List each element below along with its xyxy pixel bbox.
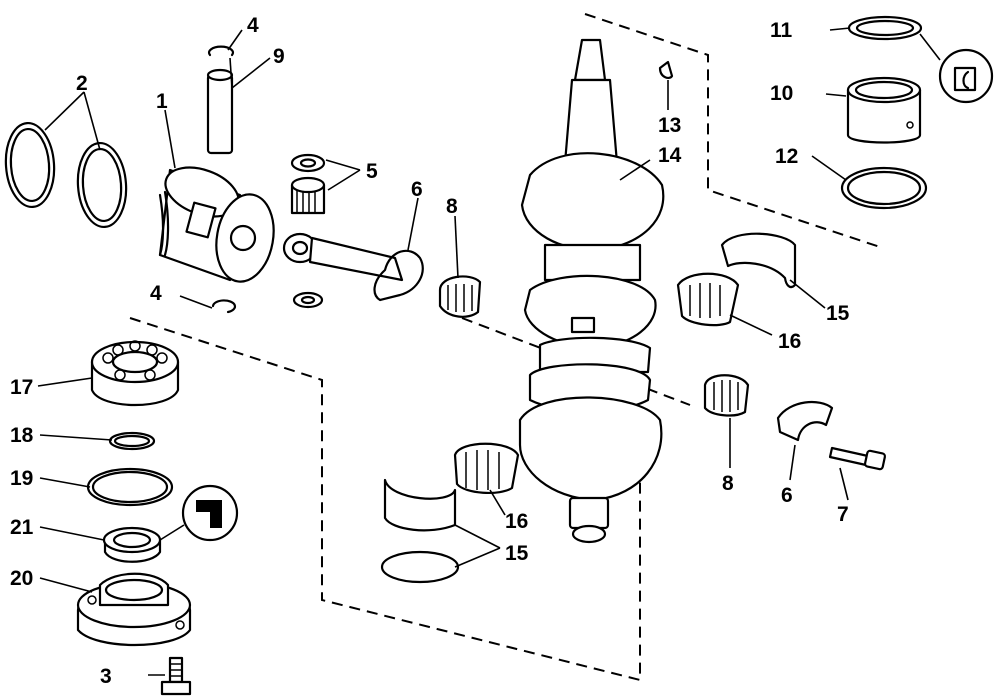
leader-lines: [37, 27, 941, 676]
main-bearing-retaining-ring: [380, 550, 460, 584]
callout-18: 18: [10, 424, 34, 447]
callout-19: 19: [10, 467, 33, 490]
connecting-rod: [282, 232, 424, 302]
callout-7: 7: [837, 503, 849, 526]
rod-bearing-cage-lower: [703, 374, 750, 417]
pin-retaining-clip-bottom: [211, 299, 237, 314]
piston-rings: [4, 121, 128, 229]
lower-ball-bearing: [90, 340, 180, 406]
assembly-guide-lines: [129, 13, 884, 682]
sealant-detail-icon-lower: [181, 484, 239, 542]
woodruff-key: [658, 60, 674, 79]
main-bearing-cage-upper: [676, 272, 740, 327]
crankshaft: [518, 38, 665, 544]
main-bearing-race-lower: [383, 478, 457, 532]
callout-15-lower: 15: [505, 542, 529, 565]
callout-4-top: 4: [247, 14, 259, 37]
piston: [158, 166, 275, 283]
callout-6-rod: 6: [411, 178, 423, 201]
connecting-rod-cap: [776, 401, 834, 442]
rod-cap-screw: [828, 446, 887, 471]
callout-6-cap: 6: [781, 484, 793, 507]
lower-bearing-housing: [76, 572, 192, 647]
callout-4-bottom: 4: [150, 282, 162, 305]
upper-bearing-o-ring: [840, 166, 928, 210]
callout-21: 21: [10, 516, 34, 539]
callout-16-lower: 16: [505, 510, 528, 533]
callout-8-upper: 8: [446, 195, 458, 218]
upper-bearing-seal: [847, 15, 923, 41]
callout-9: 9: [273, 45, 285, 68]
callout-3: 3: [100, 665, 112, 688]
callout-11: 11: [770, 19, 793, 42]
callout-labels: 2 1 4 9 4 5 6 8 13 14 11 10 12 15 16 8 6…: [10, 14, 850, 688]
main-bearing-cage-lower: [453, 442, 520, 494]
lower-bearing-retaining-ring: [108, 431, 156, 451]
callout-1: 1: [156, 90, 168, 113]
piston-pin: [206, 68, 234, 155]
callout-13: 13: [658, 114, 681, 137]
wrist-pin-bearing: [290, 153, 326, 309]
callout-10: 10: [770, 82, 793, 105]
housing-screw: [160, 656, 192, 696]
main-bearing-race-upper: [720, 232, 797, 289]
upper-needle-bearing: [846, 76, 922, 144]
callout-17: 17: [10, 376, 33, 399]
rod-bearing-cage-upper: [438, 275, 482, 318]
sealant-detail-icon-upper: [938, 48, 994, 104]
lower-bearing-o-ring: [86, 467, 174, 507]
pin-retaining-clip-top: [207, 45, 235, 57]
callout-5: 5: [366, 160, 378, 183]
callout-14: 14: [658, 144, 682, 167]
lower-oil-seal: [102, 526, 162, 563]
callout-2: 2: [76, 72, 88, 95]
callout-8-lower: 8: [722, 472, 734, 495]
callout-12: 12: [775, 145, 798, 168]
callout-16-upper: 16: [778, 330, 801, 353]
callout-15-upper: 15: [826, 302, 850, 325]
callout-20: 20: [10, 567, 33, 590]
